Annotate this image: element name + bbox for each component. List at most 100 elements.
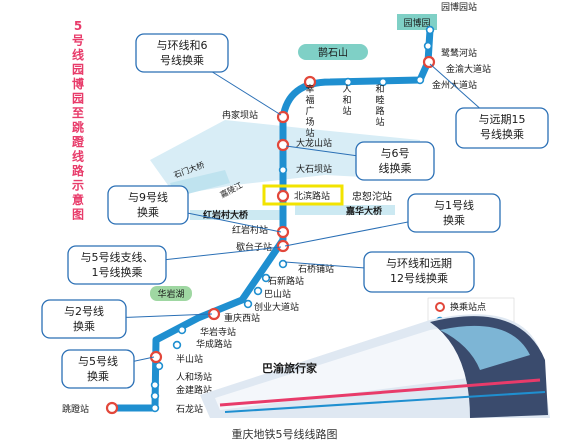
title-char: 园 — [72, 92, 84, 106]
station-dot — [278, 259, 288, 269]
callout-text: 与9号线 — [128, 190, 168, 204]
legend-transfer-label: 换乘站点 — [450, 301, 486, 313]
jiahua-bridge-label: 嘉华大桥 — [345, 205, 383, 217]
title-char: 蹬 — [72, 134, 85, 149]
callout-box — [67, 245, 167, 285]
title-char: 图 — [72, 208, 84, 222]
callout-box — [41, 299, 127, 339]
callout-text: 1号线换乘 — [92, 265, 143, 279]
station-dot — [425, 25, 435, 35]
station-dot — [415, 75, 425, 85]
train-upper — [215, 325, 530, 410]
jiahua-bridge-shape — [295, 205, 395, 215]
title-char: 线 — [72, 47, 84, 62]
callout-text: 与环线和6 — [157, 38, 208, 52]
train-illustration: 巴渝旅行家 — [200, 314, 550, 418]
hongyan-bridge-shape — [190, 210, 282, 220]
transfer-station-dot — [105, 401, 119, 415]
station-dot — [378, 77, 388, 87]
station-label-jinyudadao: 金渝大道站 — [446, 63, 491, 75]
station-label-chongqingxi: 重庆西站 — [224, 312, 260, 324]
station-label-yuanboyuan: 园博园站 — [441, 1, 477, 13]
station-markers — [105, 25, 436, 415]
callout-text: 换乘 — [87, 369, 109, 383]
map-caption: 重庆地铁5号线线路图 — [231, 428, 338, 441]
callout-text: 号线换乘 — [160, 53, 204, 67]
callout-text: 与环线和远期 — [386, 256, 452, 270]
station-label-char: 场 — [305, 117, 314, 128]
train-stripe-red — [219, 378, 541, 407]
train-stripe-blue — [224, 391, 546, 413]
title-char: 博 — [72, 76, 84, 91]
station-dot — [150, 391, 160, 401]
callout-text: 与5号线 — [78, 354, 118, 368]
station-dot — [150, 403, 160, 413]
station-label-char: 站 — [305, 127, 314, 139]
station-label-bashanzhan: 巴山站 — [264, 288, 291, 300]
station-dot — [154, 361, 164, 371]
station-label-char: 幸 — [305, 84, 314, 95]
station-label-char: 人 — [342, 84, 351, 95]
station-label-shilong: 石龙站 — [176, 403, 203, 415]
station-label-dashiba: 大石坝站 — [296, 163, 332, 175]
station-label-renhe: 人和站 — [342, 84, 351, 117]
callout-box — [61, 349, 135, 389]
callout-box — [363, 251, 475, 293]
station-label-char: 路 — [375, 105, 384, 117]
station-label-char: 和 — [342, 95, 351, 106]
callout-text: 与6号 — [381, 147, 410, 160]
station-label-char: 福 — [305, 94, 314, 106]
highlight-note: 忠恕沱站 — [352, 190, 392, 203]
title-char: 至 — [72, 106, 84, 120]
station-label-huayansi: 华岩寺站 — [200, 326, 236, 338]
yuanboyuan-sign-label: 园博园 — [403, 17, 430, 29]
transfer-callouts: 与环线和6号线换乘与远期15号线换乘与6号线换乘与9号线换乘与1号线换乘与5号线… — [41, 33, 549, 389]
station-label-xietaizi: 歇台子站 — [236, 241, 272, 253]
transfer-station-dot — [276, 189, 290, 203]
yuanboyuan-sign — [397, 14, 437, 30]
callout-box — [407, 193, 501, 233]
callout-box — [107, 185, 189, 225]
station-label-tiaodeng: 跳蹬站 — [62, 403, 89, 415]
station-dot — [423, 41, 433, 51]
station-label-lusuohe: 鹭鸶河站 — [441, 47, 477, 59]
station-dot — [172, 340, 182, 350]
station-label-shixinlu: 石新路站 — [268, 275, 304, 287]
huayan-lake-label: 华岩湖 — [157, 288, 184, 300]
title-char: 示 — [71, 179, 84, 193]
title-char: 意 — [72, 192, 84, 207]
watermark: 巴渝旅行家 — [262, 361, 318, 375]
callout-box — [135, 33, 229, 73]
station-label-renhechang: 人和场站 — [176, 371, 212, 383]
station-label-jinjianlu: 金建路站 — [176, 384, 212, 396]
callout-text: 换乘 — [137, 205, 159, 219]
station-label-huachenglu: 华成路站 — [196, 338, 232, 350]
station-label-char: 站 — [342, 105, 351, 117]
callout-text: 换乘 — [443, 213, 465, 227]
title-char: 5 — [74, 19, 82, 33]
station-dot — [278, 165, 288, 175]
station-label-char: 广 — [305, 105, 314, 117]
callout-text: 与1号线 — [434, 198, 474, 212]
transfer-station-dot — [276, 225, 290, 239]
station-dot — [177, 325, 187, 335]
queshan-label: 鹊石山 — [318, 46, 348, 59]
callout-text: 与远期15 — [479, 113, 526, 126]
station-label-hongyancun: 红岩村站 — [232, 224, 268, 236]
station-label-char: 和 — [375, 84, 384, 95]
callout-text: 号线换乘 — [480, 127, 524, 141]
callout-text: 与2号线 — [64, 304, 104, 318]
station-dot — [261, 273, 271, 283]
station-dot — [150, 380, 160, 390]
transfer-station-dot — [303, 75, 317, 89]
callout-box — [455, 107, 549, 149]
station-dot — [343, 77, 353, 87]
title-char: 号 — [72, 33, 84, 48]
callout-box — [355, 141, 435, 181]
